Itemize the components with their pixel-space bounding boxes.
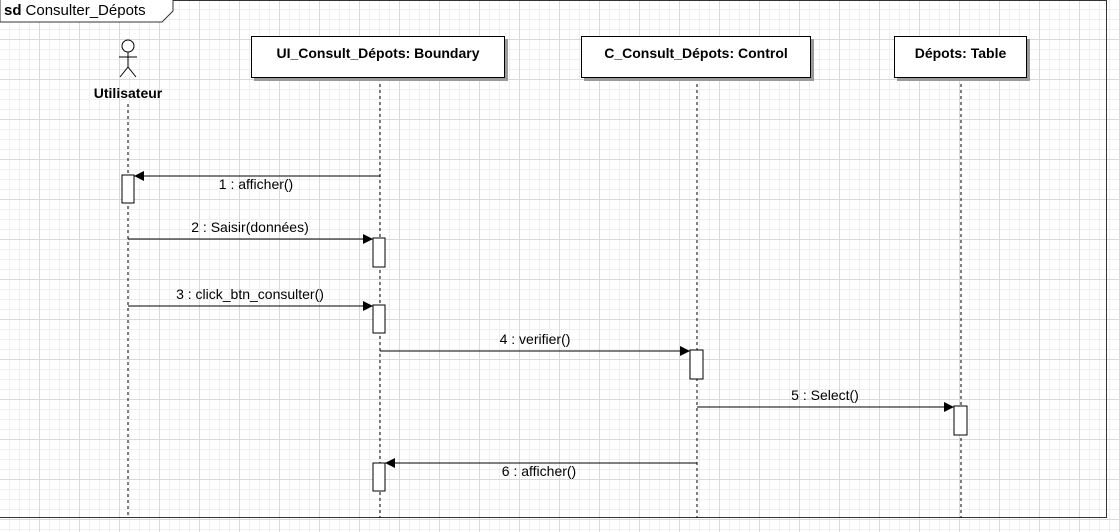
activation-actor-1 <box>121 174 135 204</box>
lifeline-head-boundary[interactable]: UI_Consult_Dépots: Boundary <box>251 36 505 78</box>
lifeline-head-control[interactable]: C_Consult_Dépots: Control <box>581 36 811 78</box>
message-label-4[interactable]: 4 : verifier() <box>499 331 571 347</box>
activation-boundary-3 <box>372 462 386 492</box>
frame-name: Consulter_Dépots <box>25 2 146 19</box>
message-label-2[interactable]: 2 : Saisir(données) <box>191 219 309 235</box>
message-label-6[interactable]: 6 : afficher() <box>501 463 577 479</box>
activation-boundary-1 <box>372 237 386 268</box>
actor-name: Utilisateur <box>93 85 163 101</box>
lifeline-head-table[interactable]: Dépots: Table <box>894 36 1027 78</box>
message-label-1[interactable]: 1 : afficher() <box>218 176 294 192</box>
message-label-5[interactable]: 5 : Select() <box>791 387 859 403</box>
sequence-frame <box>0 0 1107 518</box>
activation-boundary-2 <box>372 304 386 334</box>
frame-keyword: sd <box>4 2 22 19</box>
message-label-3[interactable]: 3 : click_btn_consulter() <box>176 286 324 302</box>
actor-icon[interactable] <box>119 39 137 78</box>
activation-table-1 <box>953 405 968 436</box>
activation-control-1 <box>689 349 704 380</box>
